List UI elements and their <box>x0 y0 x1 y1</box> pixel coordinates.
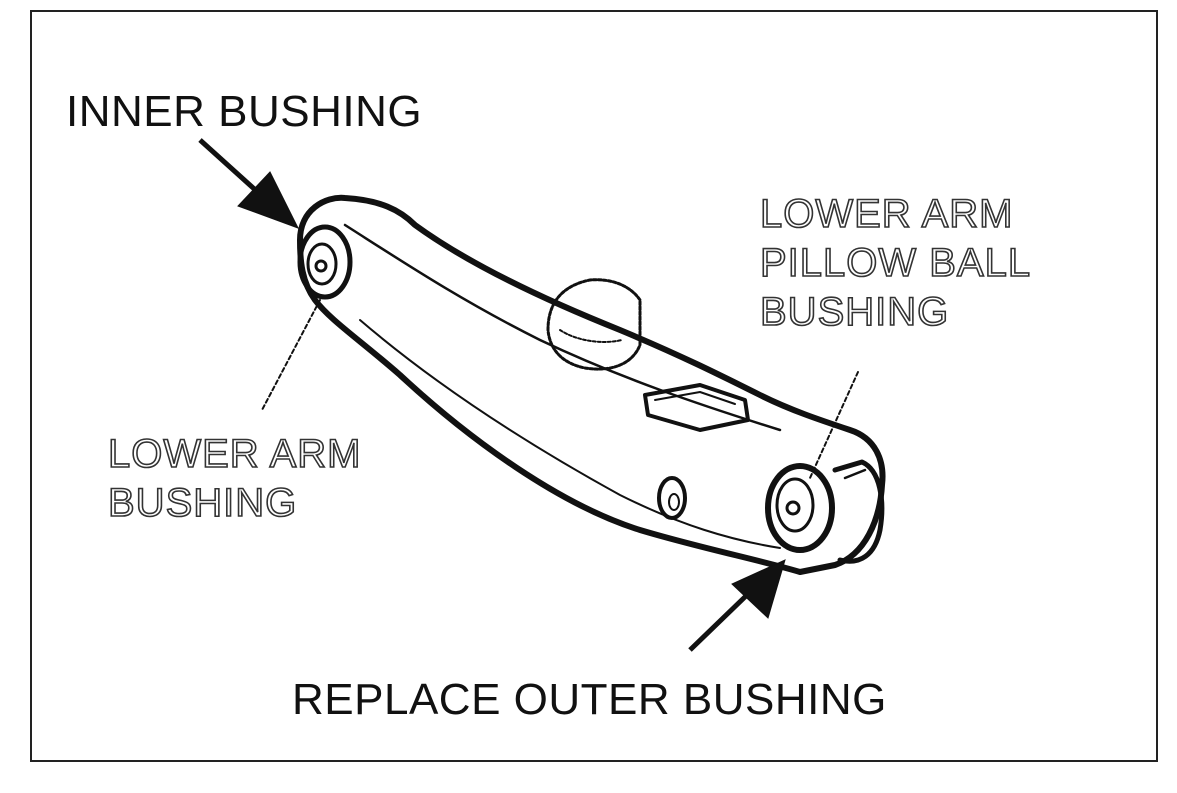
inner-bushing-label: INNER BUSHING <box>66 87 423 136</box>
replace-outer-bushing-label: REPLACE OUTER BUSHING <box>292 675 887 724</box>
lower-arm-pillow-ball-bushing-label: LOWER ARM PILLOW BALL BUSHING <box>759 191 1032 334</box>
arm-hole <box>657 476 687 520</box>
arm-slot <box>643 383 750 432</box>
inner-bushing-outer <box>297 224 353 300</box>
arm-lower-edge <box>359 319 781 549</box>
arm-body-outline <box>297 194 886 575</box>
arm-ridge <box>343 223 782 432</box>
arrow-outer-bushing <box>688 559 786 652</box>
arm-slot-inner <box>654 391 736 405</box>
lower-arm-bushing-label: LOWER ARM BUSHING <box>107 431 362 525</box>
outer-bushing-outer <box>765 463 835 553</box>
diagram-frame <box>30 10 1158 762</box>
arrow-inner-bushing <box>198 138 300 229</box>
outer-bushing-bolt <box>785 500 801 516</box>
inner-bushing-bolt <box>314 259 328 273</box>
outer-bushing-ring <box>775 477 815 533</box>
leader-pillow-ball <box>809 371 859 479</box>
center-mount-face <box>559 329 623 343</box>
outer-bracket-edge <box>843 468 867 480</box>
inner-bushing-ring <box>306 242 338 286</box>
leader-lower-arm-bushing <box>261 299 321 411</box>
arm-hole-inner <box>668 493 680 511</box>
center-mount <box>546 278 642 371</box>
outer-bracket <box>832 459 885 564</box>
